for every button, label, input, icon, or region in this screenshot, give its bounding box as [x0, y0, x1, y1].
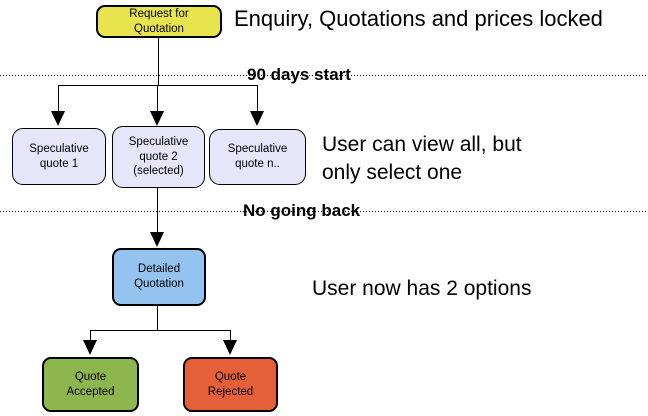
node-detailed-quotation: Detailed Quotation: [112, 248, 206, 306]
title-text: Enquiry, Quotations and prices locked: [234, 6, 603, 31]
connector-line: [158, 38, 159, 85]
arrowhead-down-icon: [150, 111, 164, 126]
connector-line: [90, 330, 91, 341]
node-speculative-quote-2-selected: Speculative quote 2 (selected): [112, 126, 205, 188]
node-speculative-quote-n: Speculative quote n..: [209, 129, 306, 185]
arrowhead-down-icon: [250, 111, 264, 126]
connector-line: [58, 85, 59, 112]
arrowhead-down-icon: [150, 232, 164, 247]
arrowhead-down-icon: [83, 340, 97, 355]
node-quote-rejected: Quote Rejected: [183, 357, 278, 412]
connector-line: [157, 85, 158, 112]
node-label: Speculative quote n..: [227, 143, 288, 170]
node-request-for-quotation: Request for Quotation: [96, 5, 222, 38]
arrowhead-down-icon: [223, 340, 237, 355]
phase-divider-line-2: [0, 211, 648, 212]
node-label: Quote Accepted: [66, 370, 115, 398]
node-label: Detailed Quotation: [134, 263, 184, 290]
node-label: Speculative quote 1: [29, 142, 89, 170]
phase2-label: No going back: [243, 201, 361, 220]
arrowhead-down-icon: [51, 111, 65, 126]
phase1-label: 90 days start: [247, 65, 351, 84]
connector-line: [230, 330, 231, 341]
options-note-text: User now has 2 options: [312, 277, 532, 300]
connector-line: [157, 188, 158, 233]
connector-branch-line: [90, 330, 231, 331]
connector-line: [257, 85, 258, 112]
node-label: Quote Rejected: [207, 370, 254, 398]
connector-line: [157, 306, 158, 331]
node-label: Request for Quotation: [129, 7, 189, 35]
node-label: Speculative quote 2 (selected): [128, 135, 189, 178]
view-note-text: User can view all, but only select one: [322, 133, 522, 184]
node-speculative-quote-1: Speculative quote 1: [12, 128, 106, 185]
connector-branch-line: [58, 85, 258, 86]
node-quote-accepted: Quote Accepted: [42, 357, 139, 412]
phase-divider-line-1: [0, 75, 648, 76]
